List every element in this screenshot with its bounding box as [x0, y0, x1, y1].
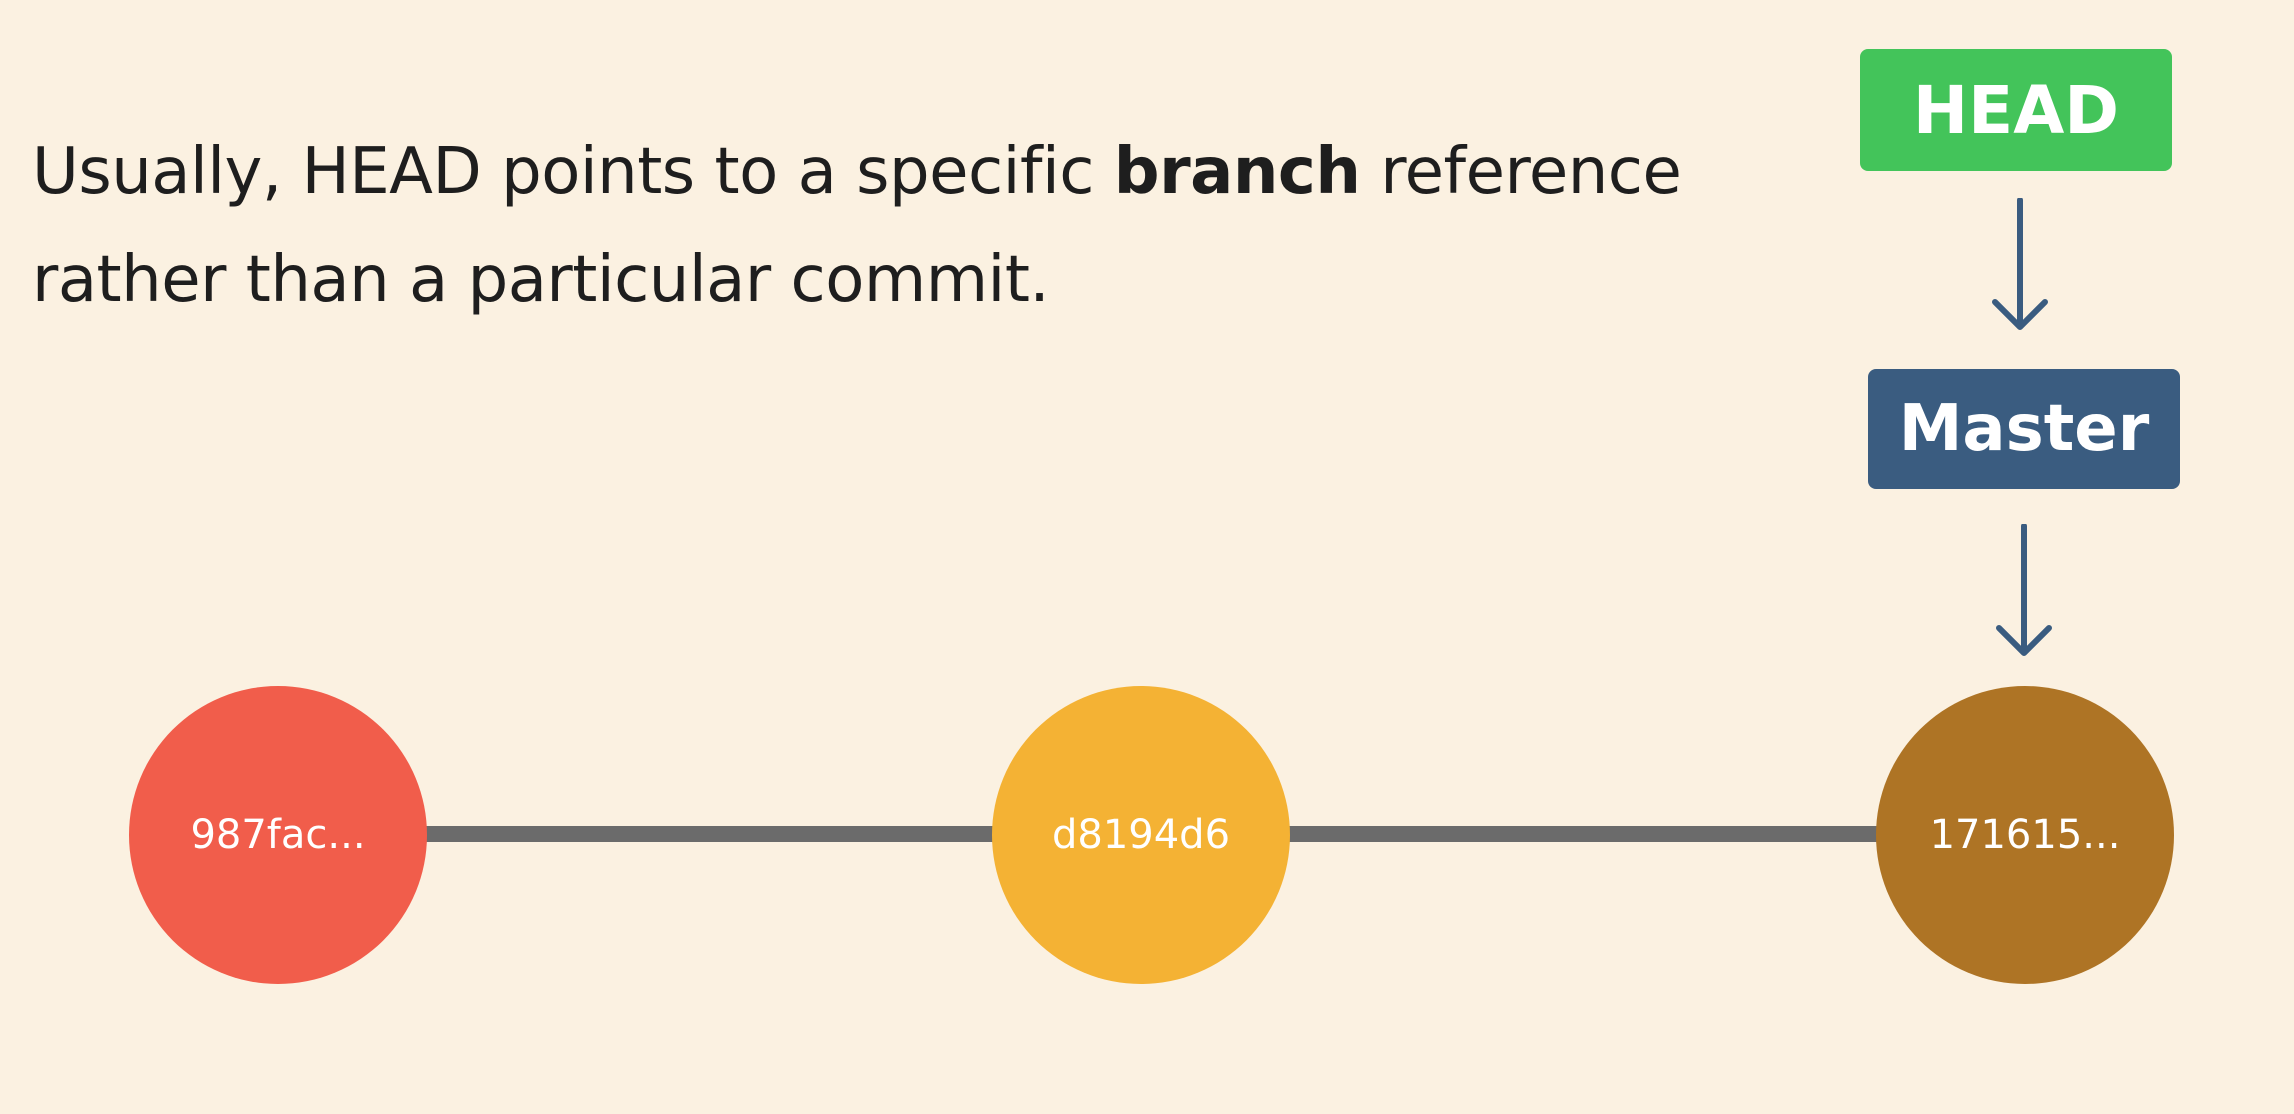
caption-line1-before: Usually, HEAD points to a specific	[32, 135, 1114, 209]
commit-hash-1: 987fac...	[190, 812, 366, 858]
commit-node-1: 987fac...	[129, 686, 427, 984]
head-label: HEAD	[1912, 71, 2120, 149]
head-label-box: HEAD	[1860, 49, 2172, 171]
commit-hash-3: 171615...	[1929, 812, 2121, 858]
caption-text: Usually, HEAD points to a specific branc…	[32, 118, 1732, 334]
master-label: Master	[1898, 392, 2150, 466]
caption-line2: rather than a particular commit.	[32, 243, 1050, 317]
commit-node-2: d8194d6	[992, 686, 1290, 984]
caption-branch-word: branch	[1113, 135, 1361, 209]
master-to-commit-arrow-icon	[1996, 524, 2052, 656]
commit-node-3: 171615...	[1876, 686, 2174, 984]
master-label-box: Master	[1868, 369, 2180, 489]
head-to-master-arrow-icon	[1992, 198, 2048, 330]
commit-hash-2: d8194d6	[1051, 812, 1231, 858]
caption-line1-after: reference	[1360, 135, 1682, 209]
